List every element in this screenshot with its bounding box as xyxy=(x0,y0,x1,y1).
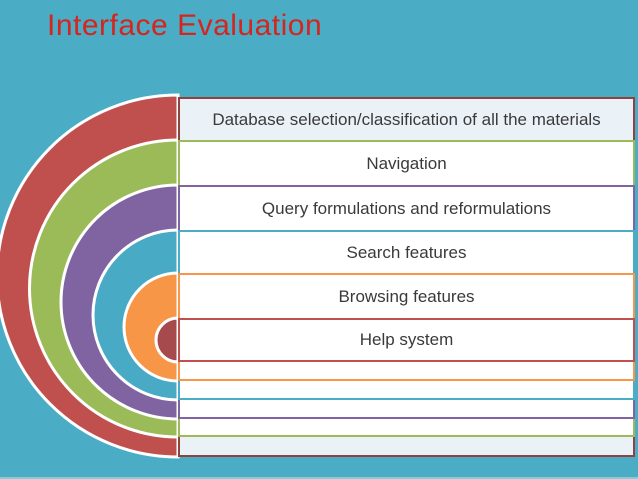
empty-bar-red xyxy=(178,437,635,457)
slide-title: Interface Evaluation xyxy=(47,9,323,42)
bar-label: Browsing features xyxy=(338,286,475,306)
bar-search-features: Search features xyxy=(178,230,635,273)
bar-label: Help system xyxy=(359,330,454,349)
bar-browsing-features: Browsing features xyxy=(178,273,635,318)
slide-bottom-edge xyxy=(0,477,638,479)
bar-list: Database selection/classification of all… xyxy=(178,97,635,457)
empty-bar-purple xyxy=(178,400,635,419)
bar-help-system: Help system xyxy=(178,318,635,362)
bar-label: Database selection/classification of all… xyxy=(212,109,601,129)
bar-database-selection: Database selection/classification of all… xyxy=(178,97,635,140)
empty-bar-green xyxy=(178,419,635,437)
bar-label: Search features xyxy=(346,242,467,262)
empty-bar-orange xyxy=(178,362,635,381)
bar-label: Navigation xyxy=(366,153,447,173)
empty-bar-teal xyxy=(178,381,635,400)
bar-label: Query formulations and reformulations xyxy=(261,198,552,218)
bar-navigation: Navigation xyxy=(178,140,635,185)
inner-red-circle xyxy=(154,316,180,364)
bar-query-formulations: Query formulations and reformulations xyxy=(178,185,635,230)
